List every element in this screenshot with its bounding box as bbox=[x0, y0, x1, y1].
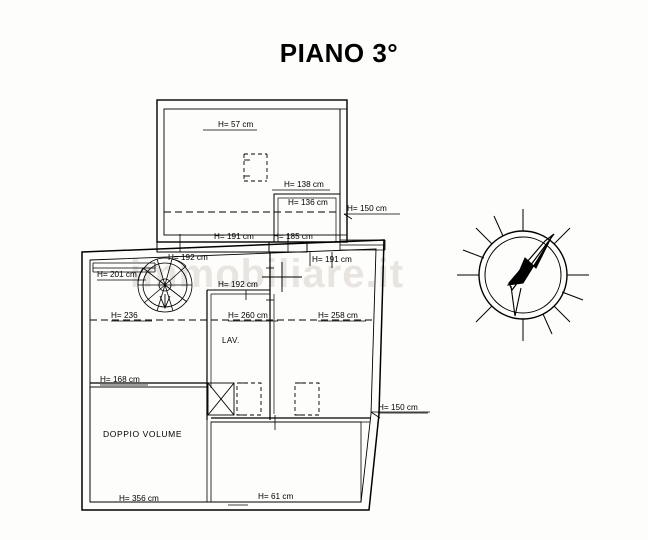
compass-needle-tail bbox=[510, 285, 522, 317]
fixture-corner-marks bbox=[237, 382, 304, 416]
compass-rays bbox=[457, 209, 589, 341]
height-label-h-138: H= 138 cm bbox=[284, 180, 324, 189]
spiral-staircase bbox=[137, 257, 193, 313]
height-label-h-192-a: H= 192 cm bbox=[168, 253, 208, 262]
floorplan-text-labels: H= 57 cm H= 138 cm H= 136 cm H= 150 cm H… bbox=[97, 120, 418, 503]
shaft-with-cross bbox=[207, 382, 235, 416]
page-title: PIANO 3° bbox=[279, 38, 399, 68]
doppio-volume-room-outline bbox=[89, 386, 208, 503]
compass-arrow-outline bbox=[508, 233, 555, 292]
h150-right-leader bbox=[370, 411, 430, 419]
height-label-h-192-b: H= 192 cm bbox=[218, 280, 258, 289]
height-label-h-258: H= 258 cm bbox=[318, 311, 358, 320]
label-underlines bbox=[97, 241, 428, 414]
upper-room-dashed-fixture bbox=[243, 153, 268, 182]
fixture-dashed-lower-right bbox=[294, 382, 320, 416]
watermark-immobiliare: immobiliare.it bbox=[130, 252, 405, 296]
fixture-dashed-lower-left bbox=[236, 382, 262, 416]
height-label-h-57: H= 57 cm bbox=[218, 120, 253, 129]
compass-inner-circle bbox=[484, 236, 562, 314]
h150-top-leader bbox=[343, 213, 400, 220]
upper-room-group bbox=[156, 99, 400, 243]
height-label-h-150-right: H= 150 cm bbox=[378, 403, 418, 412]
height-label-h-236: H= 236 bbox=[111, 311, 138, 320]
height-label-h-356: H= 356 cm bbox=[119, 494, 159, 503]
crosshair-marker bbox=[262, 262, 302, 292]
height-label-h-201: H= 201 cm bbox=[97, 270, 137, 279]
height-label-h-136: H= 136 cm bbox=[288, 198, 328, 207]
upper-room-right-jamb bbox=[339, 108, 348, 236]
height-label-h-260: H= 260 cm bbox=[228, 311, 268, 320]
wall-opening-ticks bbox=[245, 252, 333, 430]
band-balcony-left bbox=[92, 262, 156, 273]
bottom-right-room-outline bbox=[210, 421, 362, 503]
height-label-h-61: H= 61 cm bbox=[258, 492, 293, 501]
height-label-h-191-right: H= 191 cm bbox=[312, 255, 352, 264]
main-outer-wall bbox=[81, 239, 385, 511]
height-label-h-185: H= 185 cm bbox=[273, 232, 313, 241]
north-arrow-compass bbox=[457, 209, 589, 341]
room-label-lav: LAV. bbox=[222, 336, 240, 345]
bottom-threshold bbox=[228, 501, 248, 506]
room-label-doppio-volume: DOPPIO VOLUME bbox=[103, 429, 182, 439]
height-label-h-150-top: H= 150 cm bbox=[347, 204, 387, 213]
height-label-h-191-upper: H= 191 cm bbox=[214, 232, 254, 241]
height-label-h-168: H= 168 cm bbox=[100, 375, 140, 384]
compass-north-arrow bbox=[506, 237, 552, 286]
